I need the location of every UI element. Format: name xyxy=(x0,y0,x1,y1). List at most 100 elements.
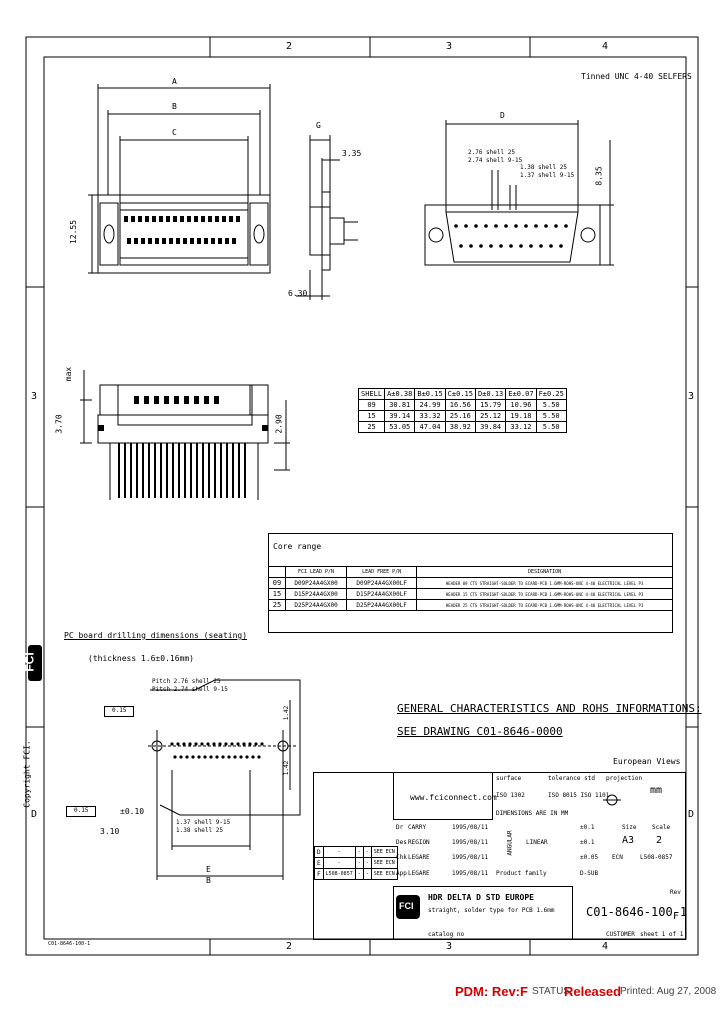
table-row: 25 D25P24A4GX00 D25P24A4GX00LF HEADER 25… xyxy=(268,599,673,611)
european-views: European Views xyxy=(613,757,681,766)
ecn-label: ECN xyxy=(612,854,623,861)
row-label-left-3: 3 xyxy=(31,391,38,402)
table-row: 15 D15P24A4GX00 D15P24A4GX00LF HEADER 15… xyxy=(268,588,673,600)
check-by: LEGARE xyxy=(408,854,430,861)
table-cell: - xyxy=(354,846,364,858)
linear-label: LINEAR xyxy=(526,839,548,846)
table-cell: 24.99 xyxy=(414,399,446,411)
pcb-title: PC board drilling dimensions (seating) xyxy=(64,631,248,640)
table-cell: HEADER 15 CTS STRAIGHT-SOLDER TO ECARD-P… xyxy=(416,588,673,600)
pcb-tol-frame-2 xyxy=(66,806,96,817)
tol-xx: ±0.1 xyxy=(580,839,595,846)
rev-history-table: D - - - SEE ECN E - - - SEE ECN F L508-0… xyxy=(314,846,398,880)
tolerance-std-label: tolerance std xyxy=(548,775,595,782)
table-cell: 09 xyxy=(268,577,286,589)
website: www.fciconnect.com xyxy=(410,793,497,802)
col-label-2-bottom: 2 xyxy=(286,941,293,952)
dim-c: C xyxy=(172,128,177,137)
table-row: 25 53.05 47.04 38.92 39.84 33.12 5.50 xyxy=(357,421,567,433)
website-cell xyxy=(393,772,493,820)
table-cell: 16.56 xyxy=(444,399,476,411)
title-1: HDR DELTA D STD EUROPE xyxy=(428,893,534,902)
table-cell: - xyxy=(362,846,372,858)
pcb-drilling-drawing xyxy=(148,679,301,880)
title-cell xyxy=(393,886,573,940)
dim-d: D xyxy=(500,111,505,120)
table-cell: E xyxy=(314,857,324,869)
table-cell: L508-0857 xyxy=(322,868,356,880)
pcb-dim-142-a: 1.42 xyxy=(283,705,291,721)
unit-mm: mm xyxy=(650,785,663,796)
pdm-rev: PDM: Rev:F xyxy=(455,984,528,999)
table-cell: 47.04 xyxy=(414,421,446,433)
size-table-header-cell: F±0.25 xyxy=(535,388,567,400)
pcb-thickness: (thickness 1.6±0.16mm) xyxy=(88,654,194,663)
catalog-label: catalog no xyxy=(428,931,465,938)
table-cell: SEE ECN xyxy=(370,868,398,880)
dim-290: 2.90 xyxy=(274,414,284,434)
table-cell: SEE ECN xyxy=(370,857,398,869)
row-label-right-d: D xyxy=(688,809,695,820)
table-cell: D15P24A4GX00LF xyxy=(346,588,418,600)
pitch-note-3: 1.38 shell 25 xyxy=(520,164,567,171)
size-table-header-cell: SHELL xyxy=(357,388,386,400)
core-range-title: Core range xyxy=(273,542,322,551)
table-cell: D xyxy=(314,846,324,858)
dim-335: 3.35 xyxy=(342,149,362,158)
design-label: Des xyxy=(396,839,407,846)
size-table-header: SHELL A±0.38 B±0.15 C±0.15 D±0.13 E±0.07… xyxy=(357,388,567,400)
table-cell: D25P24A4GX00 xyxy=(284,599,348,611)
d-sub: D-SUB xyxy=(580,870,599,877)
table-row: E - - - SEE ECN xyxy=(314,857,398,869)
table-cell: 15 xyxy=(268,588,286,600)
col-label-2-top: 2 xyxy=(286,41,293,52)
table-cell: 30.81 xyxy=(384,399,416,411)
pcb-hole-dia: 3.10 xyxy=(100,827,120,836)
drawing-number: C01-8646-100-1 xyxy=(586,905,688,919)
table-cell: - xyxy=(362,857,372,869)
core-range-header-cell: LEAD FREE P/N xyxy=(346,566,418,578)
table-cell: HEADER 25 CTS STRAIGHT-SOLDER TO ECARD-P… xyxy=(416,599,673,611)
surface-label: surface xyxy=(496,775,522,782)
size-table-header-cell: C±0.15 xyxy=(444,388,476,400)
design-by: REGION xyxy=(408,839,430,846)
table-cell: 39.84 xyxy=(474,421,507,433)
pcb-tol-2: 0.15 xyxy=(74,807,89,814)
fci-logo-text: FCI xyxy=(22,652,37,672)
size-table: SHELL A±0.38 B±0.15 C±0.15 D±0.13 E±0.07… xyxy=(357,388,567,433)
appr-label: App xyxy=(396,870,407,877)
core-range-table: FCI LEAD P/N LEAD FREE P/N DESIGNATION 0… xyxy=(268,566,673,611)
fci-logo-vertical xyxy=(28,645,42,681)
bottom-view-drawing xyxy=(80,370,290,500)
core-range-header-cell xyxy=(268,566,286,578)
product-family: Product family xyxy=(496,870,547,877)
table-cell: 19.18 xyxy=(505,410,537,422)
dim-835: 8.35 xyxy=(594,166,604,186)
rohs-line-2: SEE DRAWING C01-8646-0000 xyxy=(397,725,563,738)
iso-1302: ISO 1302 xyxy=(496,792,525,799)
dim-370: 3.70 xyxy=(54,414,64,434)
side-view-drawing xyxy=(296,135,358,300)
size-table-header-cell: D±0.13 xyxy=(474,388,507,400)
check-label: Chk xyxy=(396,854,407,861)
table-cell: 09 xyxy=(357,399,386,411)
fci-logo-small-text: FCI xyxy=(399,901,414,911)
col-label-3-top: 3 xyxy=(446,41,453,52)
status-value: Released xyxy=(564,984,622,999)
table-row: F L508-0857 - - SEE ECN xyxy=(314,868,398,880)
pcb-tol-1: 0.15 xyxy=(112,707,127,714)
table-row: 15 39.14 33.32 25.16 25.12 19.18 5.50 xyxy=(357,410,567,422)
table-cell: 25.12 xyxy=(474,410,507,422)
table-cell: HEADER 09 CTS STRAIGHT-SOLDER TO ECARD-P… xyxy=(416,577,673,589)
tinned-label: Tinned UNC 4-40 SELFERS xyxy=(581,72,692,81)
size-value: A3 xyxy=(622,835,635,846)
table-cell: 38.92 xyxy=(444,421,476,433)
table-cell: 33.32 xyxy=(414,410,446,422)
rohs-line-1: GENERAL CHARACTERISTICS AND ROHS INFORMA… xyxy=(397,702,702,715)
table-cell: 33.12 xyxy=(505,421,537,433)
pcb-dim-142-b: 1.42 xyxy=(283,760,291,776)
table-cell: D09P24A4GX00 xyxy=(284,577,348,589)
angular-label: ANGULAR xyxy=(506,830,514,856)
table-row: 09 30.81 24.99 16.56 15.79 10.96 5.50 xyxy=(357,399,567,411)
